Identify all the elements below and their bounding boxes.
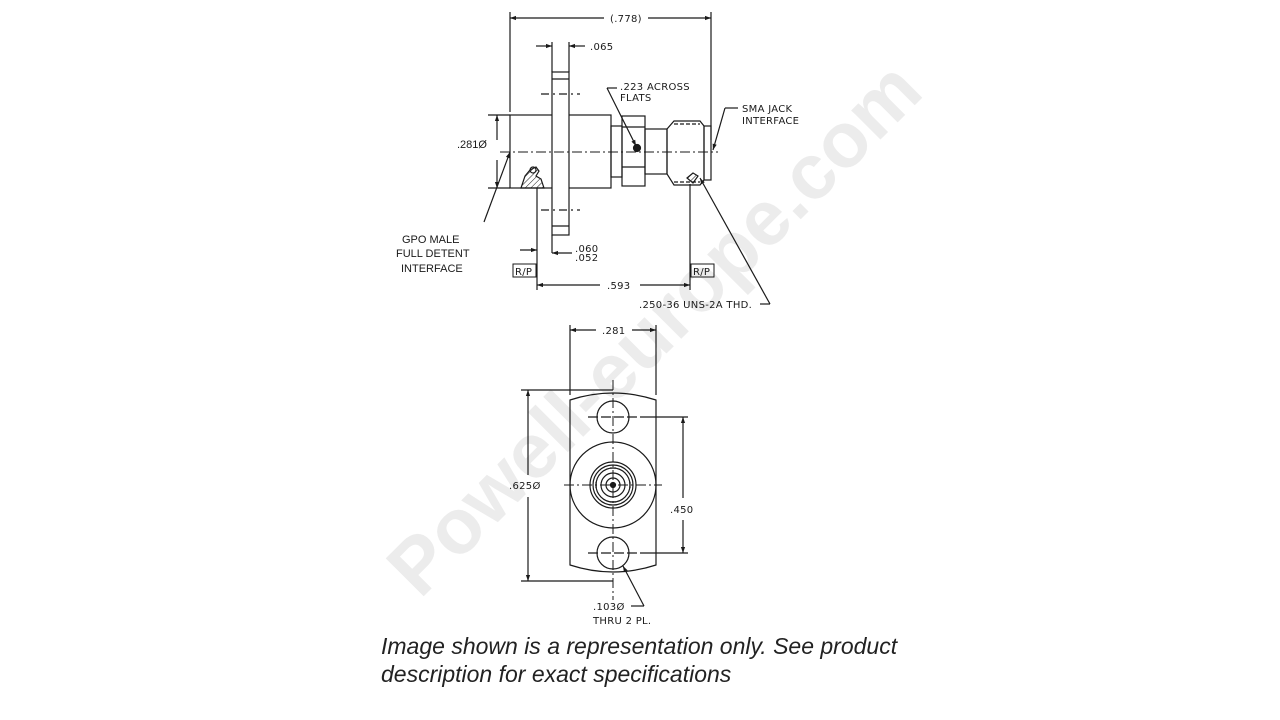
side-view <box>483 12 771 305</box>
front-view-labels: .281 .625Ø .450 .103Ø THRU 2 PL. <box>509 326 693 627</box>
flange-width-dim: .281 <box>602 326 625 337</box>
caption-line1: Image shown is a representation only. Se… <box>381 633 898 659</box>
sma-label-line1: SMA JACK <box>742 104 793 115</box>
flange-offset-upper: .060 <box>575 244 598 255</box>
side-view-labels: (.778) .065 .223 ACROSS FLATS SMA JACK I… <box>396 14 799 311</box>
gpo-label-line2: FULL DETENT <box>396 248 470 260</box>
disclaimer-caption: Image shown is a representation only. Se… <box>381 632 941 688</box>
flange-offset-lower: .052 <box>575 253 598 264</box>
body-diameter-dim: .281Ø <box>457 139 487 151</box>
gpo-label-line1: GPO MALE <box>402 234 459 246</box>
caption-line2: description for exact specifications <box>381 661 732 687</box>
hole-spacing-dim: .450 <box>670 505 693 516</box>
ref-plane-distance: .593 <box>607 281 630 292</box>
hole-note: THRU 2 PL. <box>592 616 651 627</box>
flange-height-dim: .625Ø <box>509 480 541 492</box>
gpo-label-line3: INTERFACE <box>401 263 463 275</box>
front-view <box>521 325 688 607</box>
flange-thickness-dim: .065 <box>590 42 613 53</box>
thread-spec: .250-36 UNS-2A THD. <box>639 300 752 311</box>
ref-plane-left: R/P <box>515 267 532 278</box>
hex-callout-line1: .223 ACROSS <box>620 82 690 93</box>
overall-length-dim: (.778) <box>610 14 642 25</box>
hole-diameter-dim: .103Ø <box>593 601 625 613</box>
sma-label-line2: INTERFACE <box>742 116 799 127</box>
ref-plane-right: R/P <box>693 267 710 278</box>
hex-callout-line2: FLATS <box>620 93 652 104</box>
